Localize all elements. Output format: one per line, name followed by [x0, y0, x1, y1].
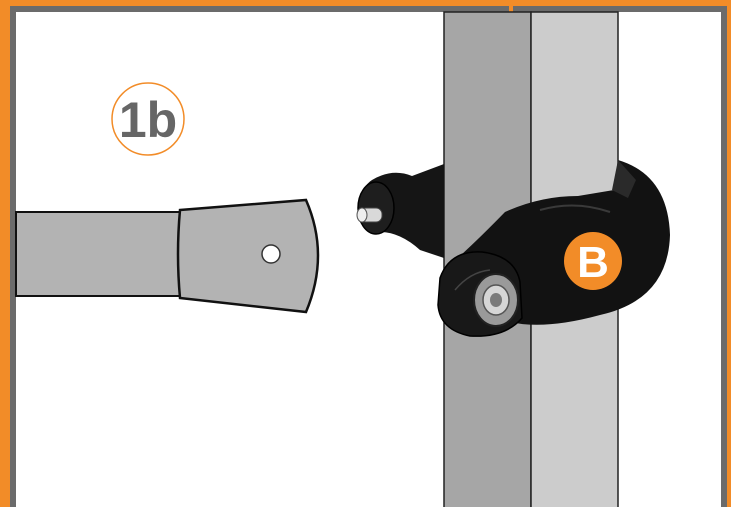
part-badge-label: B [577, 238, 609, 287]
step-badge [111, 82, 185, 156]
horizontal-tube [15, 211, 183, 297]
clamp-body [437, 160, 670, 337]
part-badge [564, 232, 622, 290]
step-badge-label: 1b [119, 92, 177, 148]
mounting-hole [261, 244, 281, 264]
tube-end-plate [176, 198, 320, 314]
clamp-bolt [356, 164, 444, 258]
